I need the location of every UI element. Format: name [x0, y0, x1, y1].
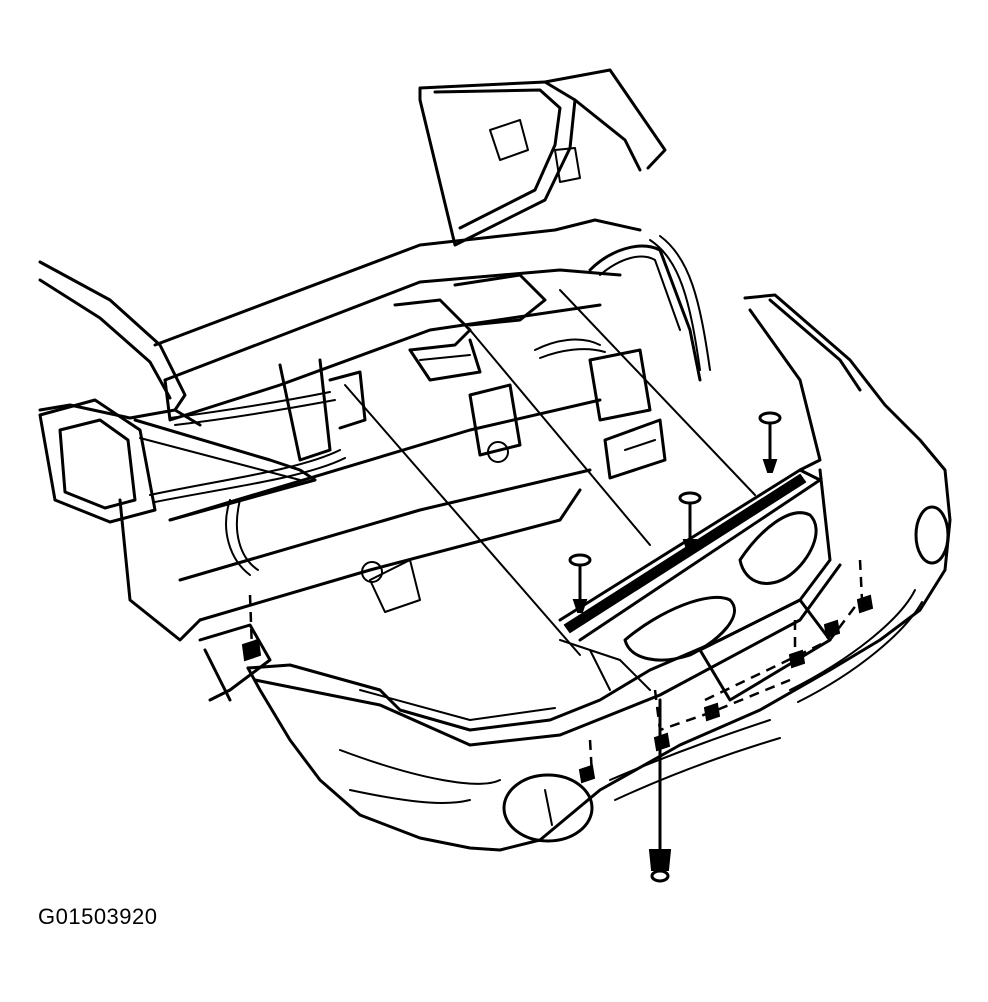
push-pin-3 — [758, 411, 782, 473]
push-pin-fasteners — [568, 411, 782, 883]
leader-lines — [344, 289, 756, 656]
hood-panel — [418, 68, 667, 247]
alignment-lines — [248, 559, 864, 776]
left-headlamp-area — [38, 398, 317, 642]
left-fender — [38, 260, 202, 427]
radiator-support — [153, 218, 702, 480]
lower-bolt — [648, 698, 672, 883]
retainer-clips — [241, 594, 874, 784]
bumper-fascia — [246, 293, 952, 852]
figure-id-label: G01503920 — [38, 904, 158, 929]
push-pin-2 — [678, 491, 702, 553]
wiring-harness — [149, 235, 711, 576]
left-lower-bracket — [198, 623, 272, 702]
push-pin-1 — [568, 553, 592, 613]
lower-crossmember — [168, 398, 602, 622]
